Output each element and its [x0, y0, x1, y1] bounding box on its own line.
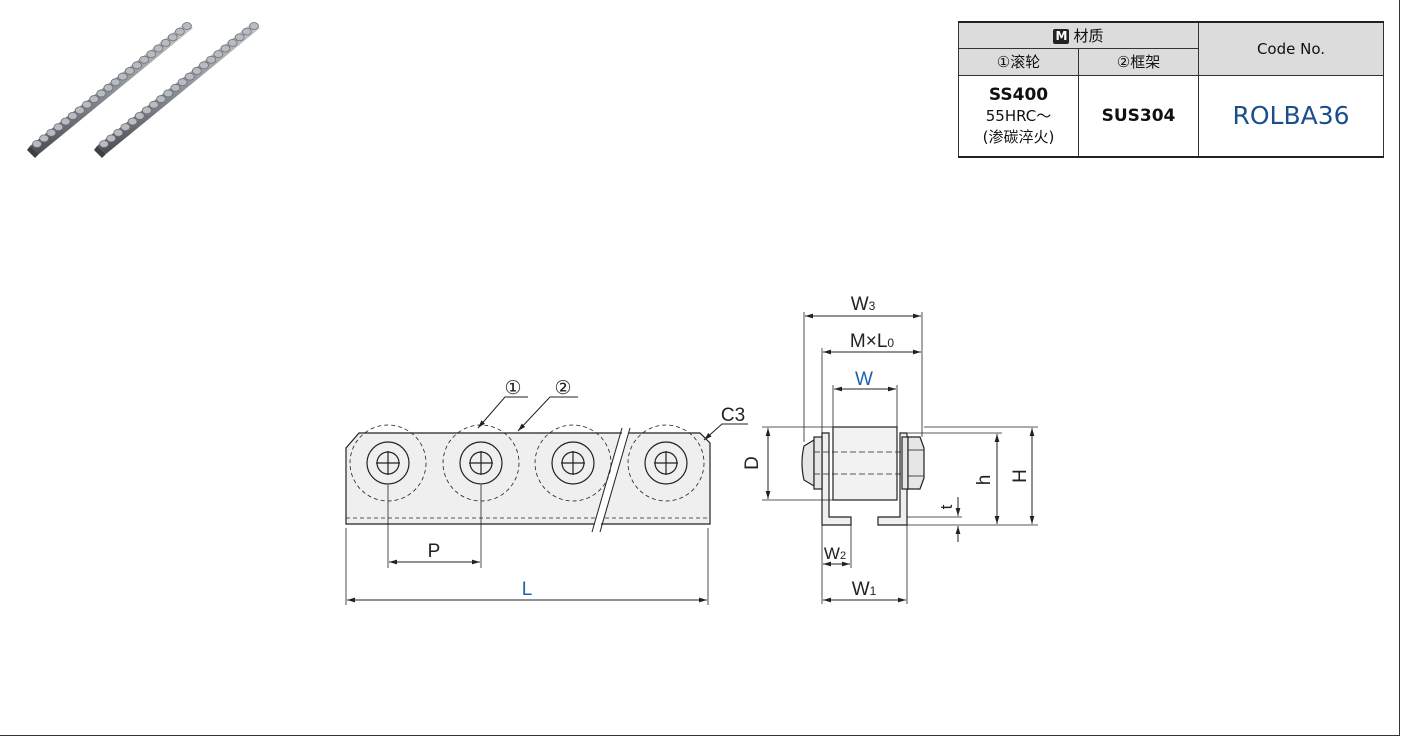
code-cell: ROLBA36 [1198, 74, 1384, 158]
label-t: t [937, 504, 956, 509]
roller-material-cell: SS400 55HRC～ (渗碳淬火) [958, 74, 1079, 158]
label-chamfer: C3 [721, 405, 745, 426]
roller-material: SS400 [988, 84, 1049, 105]
photo-roller [46, 128, 57, 137]
photo-roller [234, 33, 245, 42]
photo-roller [60, 117, 71, 126]
photo-roller [67, 112, 78, 120]
label-mxl0: M×L0 [850, 331, 895, 352]
roller-body [832, 426, 898, 501]
photo-roller [103, 83, 114, 92]
photo-roller [53, 123, 64, 132]
photo-roller [96, 89, 107, 98]
photo-roller [139, 55, 150, 64]
frame-header-cell: ②框架 [1078, 47, 1199, 76]
label-w2: W2 [824, 544, 846, 563]
photo-roller [241, 27, 252, 36]
product-photo [27, 22, 260, 158]
photo-roller [120, 123, 131, 132]
roller-3 [534, 424, 612, 502]
photo-roller [170, 83, 181, 92]
label-h-big: H [1010, 469, 1031, 483]
label-d: D [742, 456, 763, 470]
photo-roller [149, 100, 159, 109]
photo-roller [156, 95, 167, 103]
bolt-head [801, 438, 815, 488]
label-frame: ② [554, 378, 571, 399]
photo-roller [160, 38, 171, 47]
photo-roller [132, 61, 142, 70]
break-lines [593, 429, 629, 531]
photo-roller [89, 95, 100, 103]
photo-roller [39, 134, 50, 143]
material-badge: M [1053, 28, 1070, 44]
label-roller: ① [504, 378, 521, 399]
material-header: 材质 [1073, 26, 1104, 45]
photo-roller [174, 27, 185, 36]
photo-roller [141, 106, 152, 115]
roller-header: ①滚轮 [996, 53, 1041, 71]
photo-roller [199, 61, 209, 70]
leader-chamfer [703, 423, 748, 441]
leader-roller [477, 396, 528, 429]
photo-roller [220, 44, 231, 53]
code-number[interactable]: ROLBA36 [1232, 101, 1350, 131]
label-w: W [855, 369, 873, 390]
frame-material-cell: SUS304 [1078, 74, 1199, 158]
photo-roller [74, 106, 85, 115]
roller-4 [627, 424, 705, 502]
label-pitch: P [428, 541, 441, 562]
frame-material: SUS304 [1101, 105, 1176, 126]
photo-roller [177, 78, 188, 87]
photo-roller [124, 67, 135, 75]
photo-roller [163, 89, 174, 98]
leader-frame [517, 396, 578, 432]
photo-roller [213, 50, 224, 58]
label-w3: W3 [851, 294, 876, 315]
photo-roller [134, 112, 145, 120]
roller-treatment: (渗碳淬火) [982, 127, 1055, 146]
photo-roller [110, 78, 121, 87]
code-header-cell: Code No. [1198, 21, 1384, 76]
photo-roller [99, 140, 109, 148]
photo-roller [32, 140, 42, 148]
photo-roller [117, 72, 128, 81]
side-view [762, 312, 1038, 604]
photo-roller [82, 100, 92, 109]
label-h-small: h [974, 475, 995, 486]
nut [907, 436, 925, 490]
rail-photo-1 [27, 22, 193, 158]
photo-roller [146, 50, 157, 58]
photo-roller [206, 55, 217, 64]
code-header: Code No. [1256, 39, 1326, 58]
photo-roller [184, 72, 195, 81]
photo-roller [191, 67, 202, 75]
photo-roller [167, 33, 178, 42]
photo-roller [182, 22, 192, 30]
photo-roller [153, 44, 164, 53]
label-length: L [522, 579, 533, 600]
roller-header-cell: ①滚轮 [958, 47, 1079, 76]
front-view [345, 396, 748, 605]
photo-roller [127, 117, 138, 126]
photo-roller [227, 38, 238, 47]
photo-roller [113, 128, 124, 137]
rail-photo-2 [94, 22, 260, 158]
photo-roller [249, 22, 259, 30]
frame-header: ②框架 [1116, 53, 1161, 71]
photo-roller [106, 134, 117, 143]
roller-hardness: 55HRC～ [985, 106, 1052, 125]
label-w1: W1 [852, 579, 877, 600]
